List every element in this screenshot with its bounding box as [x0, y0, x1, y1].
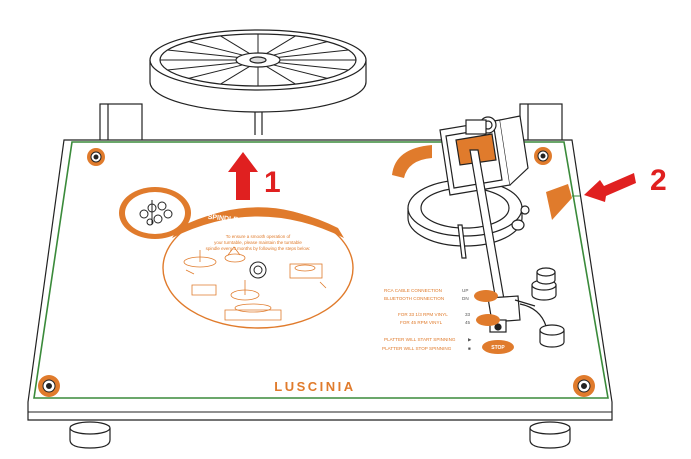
callout-1: 1 [228, 152, 281, 200]
control-label: BLUETOOTH CONNECTION [384, 296, 444, 301]
tonearm-assembly [392, 115, 565, 348]
platter-spoke [278, 62, 349, 71]
control-label: FOR 45 RPM VINYL [400, 320, 443, 325]
control-labels: RCA CABLE CONNECTION UP BLUETOOTH CONNEC… [382, 288, 472, 351]
sticker-body-line: spindle every 3 months by following the … [206, 246, 311, 251]
control-label: RCA CABLE CONNECTION [384, 288, 442, 293]
corner-screws [38, 147, 595, 397]
screw-icon [87, 148, 105, 166]
platter-spoke [188, 41, 243, 56]
control-label: PLATTER WILL STOP SPINNING [382, 346, 452, 351]
platter-spoke [220, 66, 250, 85]
spindle-sticker-small [119, 187, 191, 239]
platter-spoke [167, 62, 238, 71]
platter-spoke [167, 49, 238, 58]
control-code: 45 [465, 320, 471, 325]
control-code: DN [462, 296, 469, 301]
sticker-step-illustrations [183, 246, 327, 321]
platter-spoke [273, 41, 328, 56]
platter-spoke [266, 35, 296, 54]
control-buttons: STOP [474, 290, 514, 354]
callout-2-number: 2 [650, 164, 667, 197]
screw-icon [534, 147, 552, 165]
tonearm-base-sticker [392, 145, 432, 178]
spindle-tips-sticker: SPINDLE MAINTENANCE TIPS To ensure a smo… [119, 187, 354, 329]
screw-icon [573, 375, 595, 397]
callout-1-number: 1 [264, 166, 281, 199]
control-label: FOR 33 1/3 RPM VINYL [398, 312, 448, 317]
control-code: ■ [468, 346, 471, 351]
edge-sticker-tab [546, 184, 572, 220]
spindle-sticker-large: SPINDLE MAINTENANCE TIPS To ensure a smo… [162, 207, 354, 329]
sticker-body-line: your turntable, please maintain the turn… [214, 240, 302, 245]
platter-spoke [273, 64, 328, 79]
speed-switch[interactable] [476, 314, 500, 326]
sticker-body-line: To ensure a smooth operation of [226, 234, 291, 239]
left-arrow-icon [584, 173, 636, 202]
stop-button-label: STOP [491, 345, 505, 351]
screw-icon [38, 375, 60, 397]
up-arrow-icon [228, 152, 258, 200]
platter [149, 29, 367, 135]
output-switch[interactable] [474, 290, 498, 302]
feet [69, 421, 571, 449]
control-label: PLATTER WILL START SPINNING [384, 337, 456, 342]
stop-button[interactable] [482, 340, 514, 354]
control-code: 33 [465, 312, 471, 317]
platter-spoke [266, 66, 296, 85]
platter-spoke [278, 49, 349, 58]
platter-spoke [220, 35, 250, 54]
brand-wordmark: LUSCINIA [274, 379, 355, 394]
control-code: ▶ [468, 337, 472, 342]
platter-spoke [188, 64, 243, 79]
platter-spokes [160, 34, 356, 86]
callout-2: 2 [546, 164, 667, 220]
control-code: UP [462, 288, 468, 293]
